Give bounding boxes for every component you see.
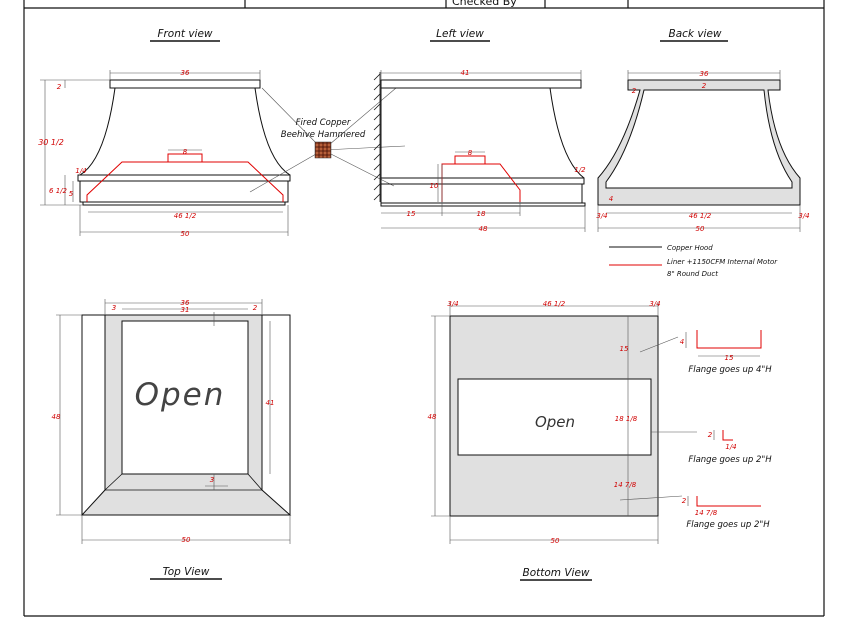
- front-view-title: Front view: [157, 28, 212, 40]
- front-dim-duct: 8: [183, 148, 188, 156]
- checked-by-label: Checked By: [452, 0, 517, 8]
- bottom-dim-right-margin: 3/4: [649, 300, 660, 308]
- top-dim-right-margin: 2: [253, 304, 258, 312]
- finish-callout: Fired Copper Beehive Hammered: [249, 87, 406, 193]
- bottom-open-label: Open: [535, 413, 575, 431]
- bottom-dim-left-margin: 3/4: [447, 300, 458, 308]
- front-dim-band: 1/4: [75, 167, 86, 175]
- left-dim-front-offset: 15: [407, 210, 416, 218]
- bottom-dim-depth: 48: [428, 413, 437, 421]
- top-frame-panel: [80, 314, 292, 516]
- back-dim-rail: 4: [609, 195, 613, 203]
- top-dim-width: 50: [182, 536, 191, 544]
- flange-detail-top: 4 15 Flange goes up 4"H: [680, 330, 772, 375]
- back-dim-left-wall: 2: [632, 87, 637, 95]
- front-dim-base-width: 50: [181, 230, 190, 238]
- flange-top-note: Flange goes up 4"H: [688, 365, 772, 375]
- front-view: 36 30 1/2 2 8 1/4 6 1/2 5 46 1/2 50: [38, 69, 291, 238]
- front-dim-height: 30 1/2: [38, 138, 64, 147]
- back-dim-inner-width: 46 1/2: [689, 212, 712, 220]
- front-dim-top-band: 2: [57, 83, 62, 91]
- flange-middle-profile: [722, 430, 733, 441]
- hammered-copper-swatch: [314, 141, 332, 159]
- sheet-frame: [23, 0, 825, 617]
- bottom-dim-open: 18 1/8: [615, 415, 638, 423]
- back-dimension-lines: [597, 70, 801, 232]
- flange-bottom-note: Flange goes up 2"H: [686, 520, 770, 530]
- bottom-opening: [457, 378, 652, 456]
- bottom-view: Open 3/4 46 1/2 3/4 48 15 18 1/8 14 7/8 …: [428, 300, 697, 545]
- back-dim-base-width: 50: [696, 225, 705, 233]
- bottom-dim-inner-width: 46 1/2: [543, 300, 566, 308]
- left-view: 41 8 1/2 10 15 18 48: [373, 69, 586, 233]
- flange-middle-note: Flange goes up 2"H: [688, 455, 772, 465]
- left-view-title: Left view: [436, 28, 484, 40]
- top-dimension-lines: [56, 299, 291, 544]
- view-titles: Front view Left view Back view Top View …: [150, 28, 728, 581]
- left-dimension-lines: [380, 70, 586, 232]
- legend: Copper Hood Liner +1150CFM Internal Moto…: [609, 244, 778, 278]
- top-dim-inner-depth: 41: [266, 399, 275, 407]
- back-view-title: Back view: [668, 28, 721, 40]
- top-dim-bottom-band: 3: [210, 476, 214, 484]
- left-dim-liner-depth: 18: [477, 210, 486, 218]
- bottom-dim-upper: 15: [620, 345, 629, 353]
- front-dim-skirt: 5: [69, 190, 74, 198]
- left-dim-depth: 48: [479, 225, 488, 233]
- legend-label-liner: Liner +1150CFM Internal Motor: [667, 258, 778, 266]
- flange-top-h: 4: [680, 338, 684, 346]
- top-frame-lines: [104, 473, 263, 491]
- legend-label-duct: 8" Round Duct: [667, 270, 718, 278]
- front-hood-outline: [77, 79, 291, 206]
- left-wall-hatch: [373, 72, 381, 202]
- bottom-dim-width: 50: [551, 537, 560, 545]
- front-liner: [86, 153, 284, 202]
- flange-top-profile: [696, 330, 762, 349]
- back-dim-top-band: 2: [702, 82, 707, 90]
- front-dim-liner-width: 46 1/2: [174, 212, 197, 220]
- left-dim-top-width: 41: [461, 69, 470, 77]
- top-dim-inner-top: 31: [181, 306, 190, 314]
- back-dim-side-left: 3/4: [596, 212, 607, 220]
- callout-line-1: Fired Copper: [296, 118, 351, 128]
- front-dimension-lines: [40, 70, 289, 236]
- left-dim-duct: 8: [468, 149, 473, 157]
- flange-middle-w: 1/4: [725, 443, 736, 451]
- flange-bottom-w: 14 7/8: [695, 509, 718, 517]
- left-dim-band: 1/2: [574, 166, 586, 174]
- left-dim-liner-h: 10: [430, 182, 439, 190]
- back-dim-top-width: 36: [700, 70, 709, 78]
- top-view-title: Top View: [163, 566, 210, 578]
- flange-middle-h: 2: [708, 431, 713, 439]
- flange-detail-bottom: 2 14 7/8 Flange goes up 2"H: [682, 496, 770, 530]
- top-dim-left-margin: 3: [112, 304, 116, 312]
- left-liner: [441, 155, 521, 202]
- top-view: Open 3 36 31 2 48 41 3 50: [52, 299, 292, 544]
- top-open-label: Open: [135, 377, 226, 413]
- top-dim-depth: 48: [52, 413, 61, 421]
- callout-line-2: Beehive Hammered: [281, 130, 366, 140]
- legend-label-copper-hood: Copper Hood: [667, 244, 713, 252]
- back-dim-side-right: 3/4: [798, 212, 809, 220]
- left-hood-outline: [380, 79, 586, 207]
- flange-bottom-profile: [696, 496, 761, 507]
- callout-leader-lines: [249, 87, 406, 193]
- flange-detail-middle: 2 1/4 Flange goes up 2"H: [688, 430, 772, 465]
- bottom-view-title: Bottom View: [523, 567, 590, 579]
- flange-bottom-h: 2: [682, 497, 687, 505]
- front-dim-top-width: 36: [181, 69, 190, 77]
- back-frame-panel: [597, 79, 801, 206]
- flange-top-w: 15: [725, 354, 734, 362]
- front-dim-lower: 6 1/2: [49, 187, 67, 195]
- top-dim-outer-top: 36: [181, 299, 190, 307]
- bottom-dimension-lines: [431, 302, 697, 544]
- back-view: 36 2 2 4 3/4 46 1/2 3/4 50: [596, 70, 810, 233]
- bottom-dim-lower: 14 7/8: [614, 481, 637, 489]
